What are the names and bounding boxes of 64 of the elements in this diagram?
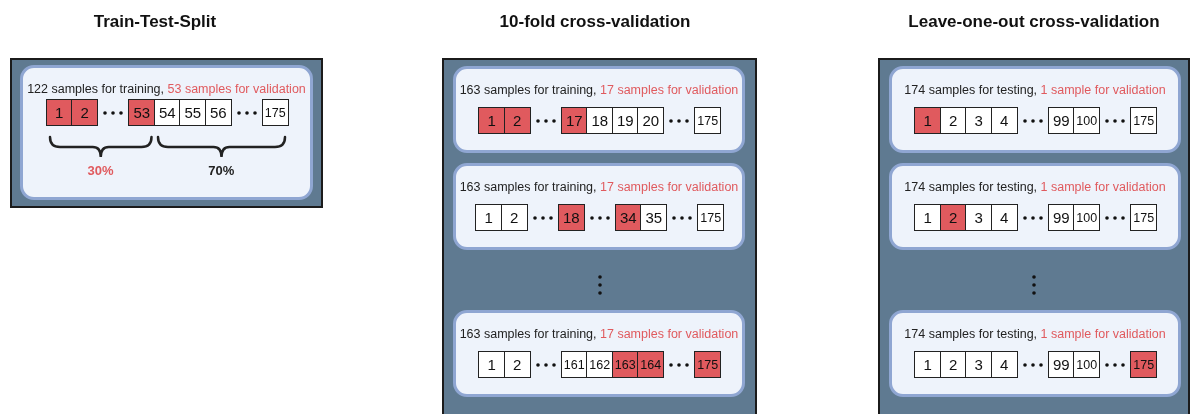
sample-cell: 34 xyxy=(614,204,642,231)
sample-card xyxy=(20,65,313,200)
sample-card xyxy=(889,310,1181,397)
sample-cell: 161 xyxy=(560,351,588,378)
sample-cell: 1 xyxy=(914,107,942,134)
sample-cell: 1 xyxy=(914,204,942,231)
sample-cell: 1 xyxy=(478,107,506,134)
sample-cell: 164 xyxy=(637,351,665,378)
sample-cell: 100 xyxy=(1073,107,1101,134)
method-panel xyxy=(10,58,323,208)
split-description: 174 samples for testing, 1 sample for validation xyxy=(903,83,1167,97)
sample-cell: 2 xyxy=(503,107,531,134)
sample-cell: 175 xyxy=(697,204,725,231)
panel-title: 10-fold cross-validation xyxy=(498,12,692,32)
split-description: 163 samples for training, 17 samples for validation xyxy=(458,327,740,341)
sample-cell: 17 xyxy=(560,107,588,134)
sample-cell: 2 xyxy=(500,204,528,231)
sample-cell: 18 xyxy=(557,204,585,231)
split-description: 122 samples for training, 53 samples for validation xyxy=(26,82,307,96)
sample-cell: 1 xyxy=(45,99,73,126)
sample-cell: 55 xyxy=(179,99,207,126)
sample-cell: 4 xyxy=(990,107,1018,134)
sample-cell: 175 xyxy=(1130,107,1158,134)
panel-title: Train-Test-Split xyxy=(92,12,218,32)
split-description: 163 samples for training, 17 samples for validation xyxy=(458,83,740,97)
sample-cell: 175 xyxy=(694,107,722,134)
sample-cell: 99 xyxy=(1047,204,1075,231)
split-description: 174 samples for testing, 1 sample for validation xyxy=(903,327,1167,341)
sample-cell: 175 xyxy=(694,351,722,378)
sample-cell: 99 xyxy=(1047,351,1075,378)
sample-cell: 3 xyxy=(965,204,993,231)
sample-card xyxy=(889,66,1181,153)
sample-cell: 175 xyxy=(261,99,289,126)
sample-card xyxy=(453,66,745,153)
sample-cell: 3 xyxy=(965,107,993,134)
sample-cell: 3 xyxy=(965,351,993,378)
sample-cell: 1 xyxy=(914,351,942,378)
sample-cell: 100 xyxy=(1073,204,1101,231)
percentage-label: 30% xyxy=(87,163,114,178)
sample-cell: 4 xyxy=(990,204,1018,231)
sample-cell: 2 xyxy=(71,99,99,126)
percentage-label: 70% xyxy=(208,163,235,178)
sample-card xyxy=(889,163,1181,250)
sample-cell: 2 xyxy=(503,351,531,378)
sample-cell: 4 xyxy=(990,351,1018,378)
sample-cell: 1 xyxy=(478,351,506,378)
sample-card xyxy=(453,163,745,250)
sample-cell: 175 xyxy=(1130,351,1158,378)
split-description: 163 samples for training, 17 samples for validation xyxy=(458,180,740,194)
sample-cell: 100 xyxy=(1073,351,1101,378)
method-panel xyxy=(878,58,1190,414)
sample-cell: 20 xyxy=(637,107,665,134)
sample-card xyxy=(453,310,745,397)
panel-title: Leave-one-out cross-validation xyxy=(907,12,1161,32)
sample-cell: 162 xyxy=(586,351,614,378)
sample-cell: 56 xyxy=(204,99,232,126)
split-description: 174 samples for testing, 1 sample for validation xyxy=(903,180,1167,194)
sample-cell: 53 xyxy=(128,99,156,126)
sample-cell: 175 xyxy=(1130,204,1158,231)
sample-cell: 1 xyxy=(475,204,503,231)
sample-cell: 35 xyxy=(640,204,668,231)
sample-cell: 18 xyxy=(586,107,614,134)
method-panel xyxy=(442,58,757,414)
sample-cell: 99 xyxy=(1047,107,1075,134)
